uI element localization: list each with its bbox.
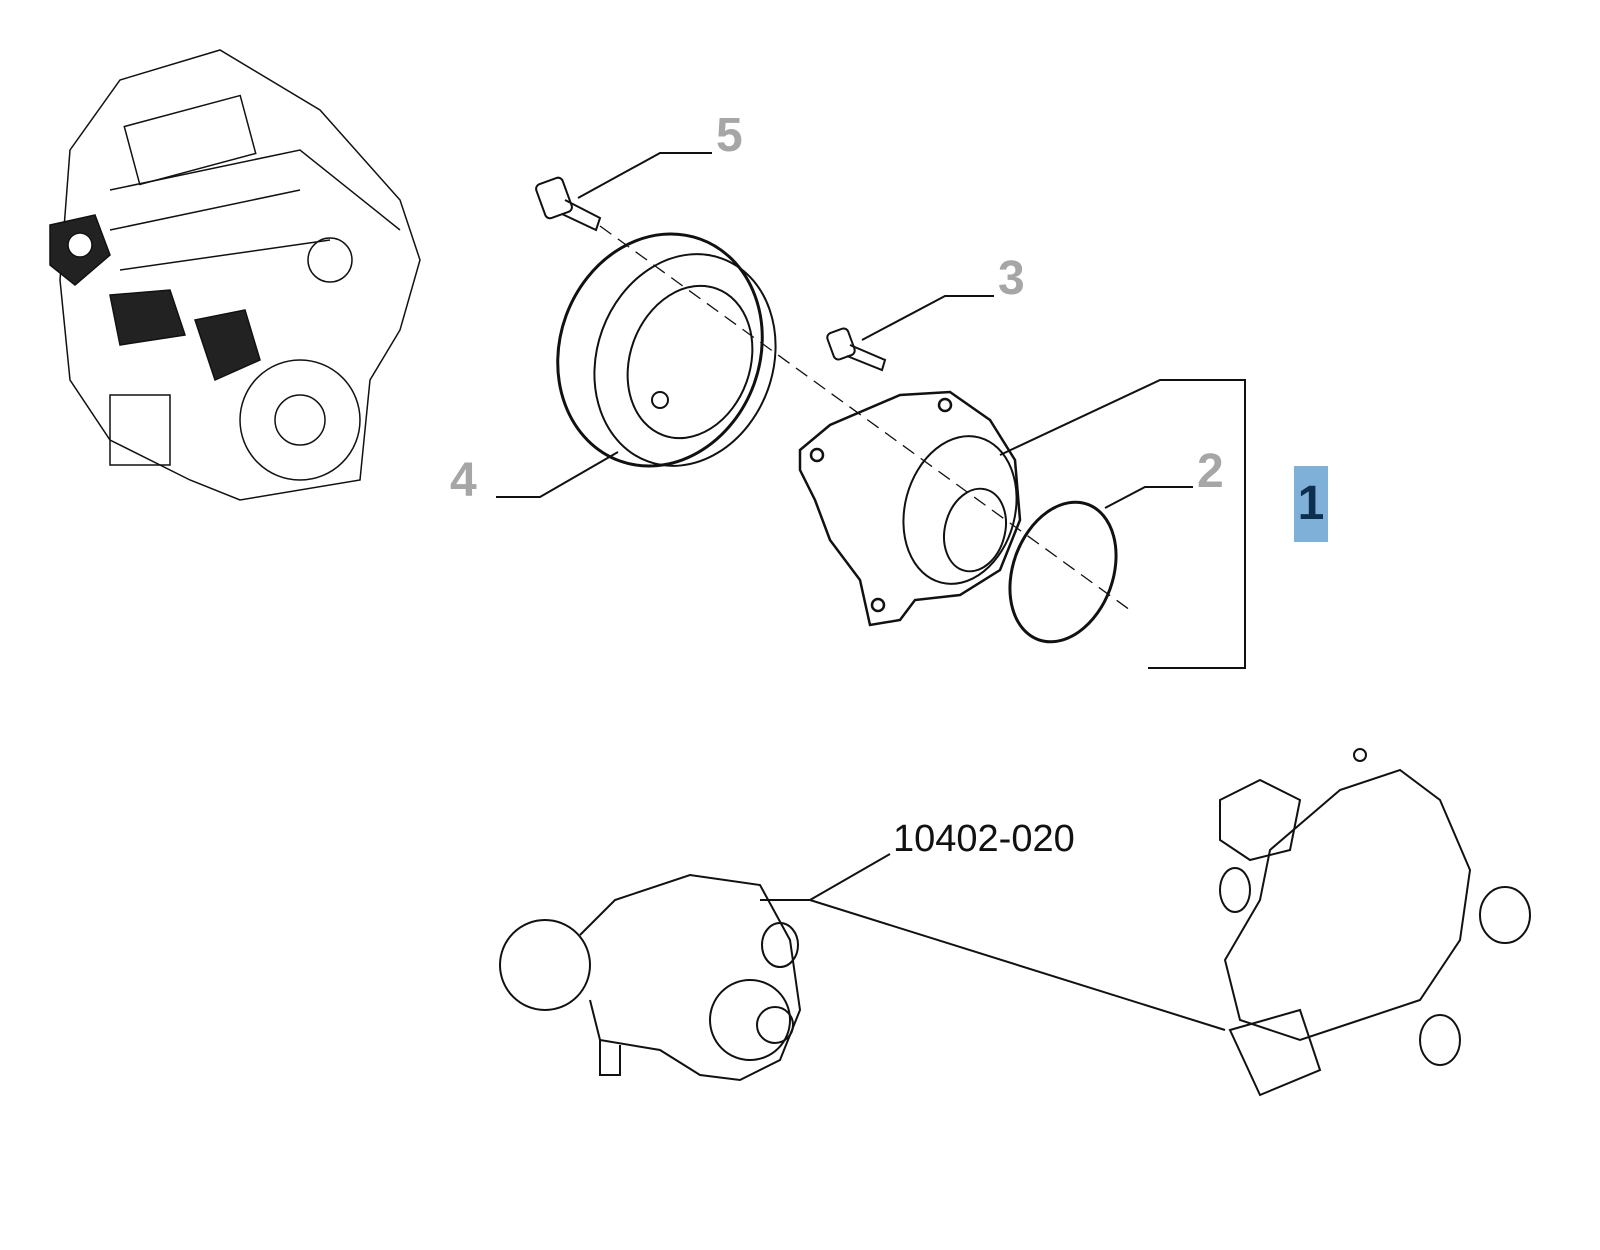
reference-code-label[interactable]: 10402-020 [893, 818, 1075, 860]
pulley-part-4 [556, 232, 777, 468]
callout-4[interactable]: 4 [446, 457, 481, 505]
engine-overview-image [49, 49, 421, 501]
thermostat-housing-right [1219, 748, 1531, 1097]
axis-line [599, 225, 1131, 611]
bolt-part-3 [826, 327, 887, 372]
callout-3[interactable]: 3 [994, 255, 1029, 303]
leader-lines [496, 152, 1246, 1031]
gasket-part-2 [1008, 500, 1118, 644]
water-pump-part-1 [798, 390, 1022, 627]
callout-1-selected[interactable]: 1 [1294, 466, 1328, 542]
bolt-part-5 [535, 176, 602, 232]
callout-2[interactable]: 2 [1193, 448, 1228, 496]
thermostat-housing-left [499, 873, 802, 1082]
callout-5[interactable]: 5 [712, 112, 747, 160]
